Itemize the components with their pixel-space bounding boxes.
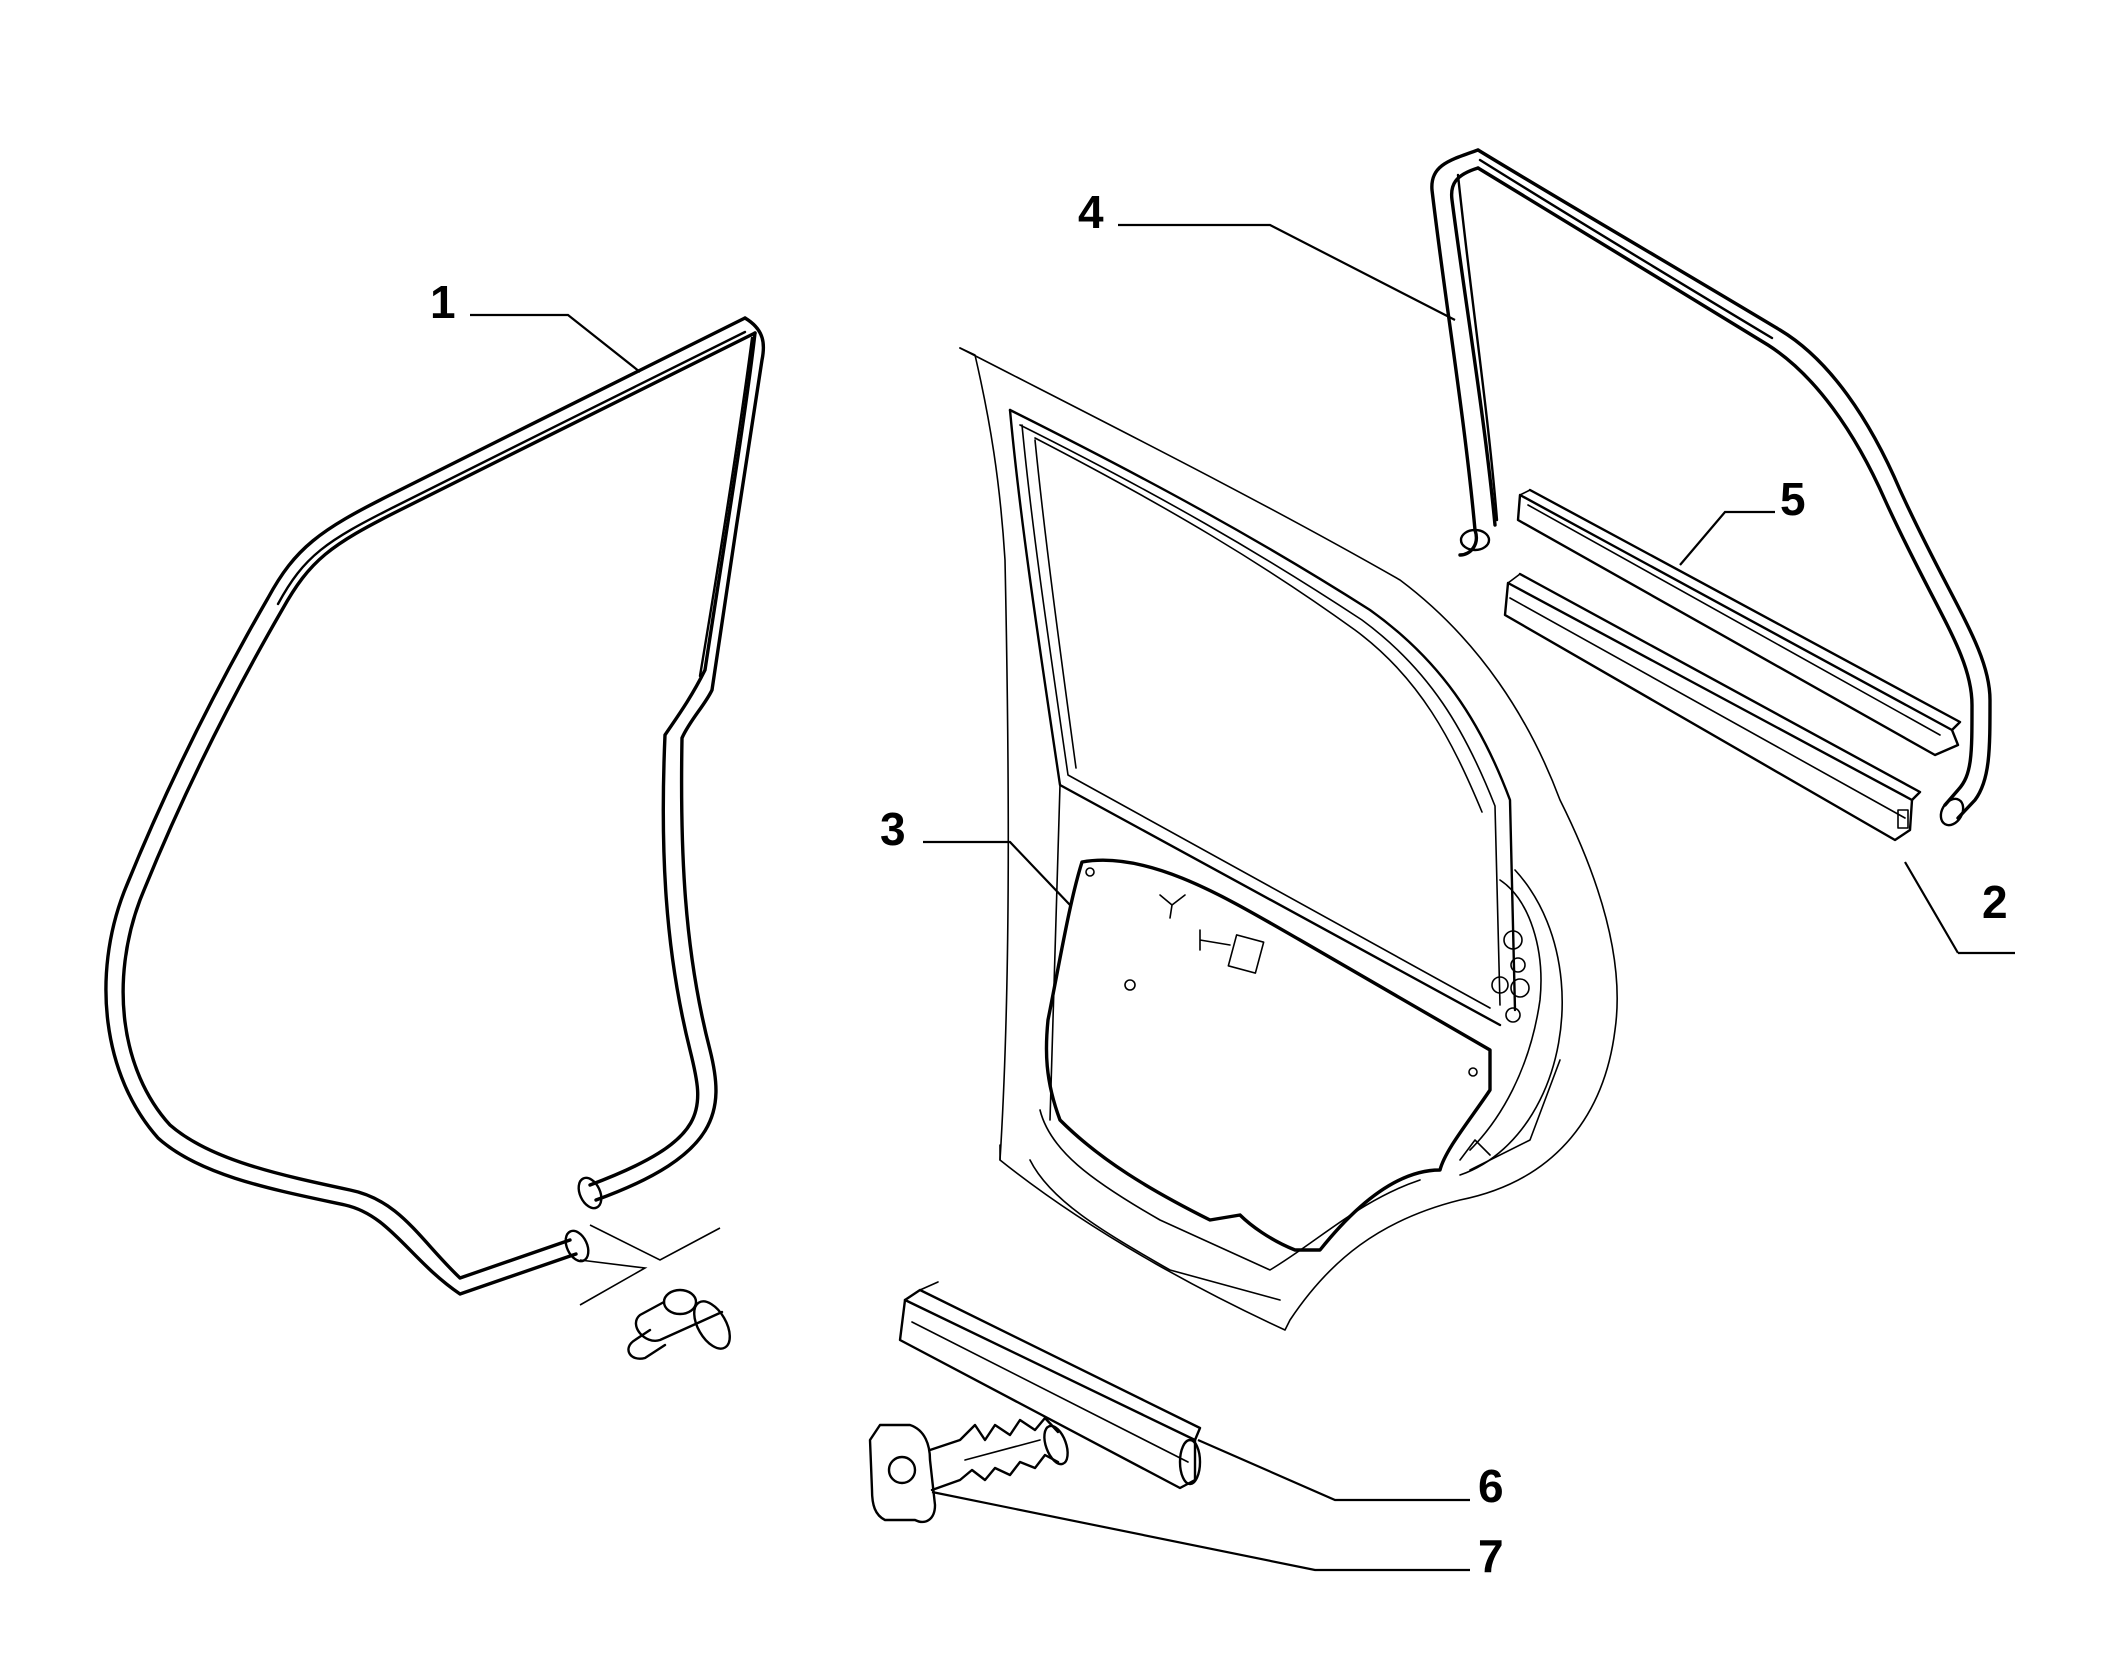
leader-7	[931, 1490, 1470, 1572]
leader-3	[923, 840, 1071, 906]
callout-6: 6	[1478, 1460, 1504, 1512]
seal-joint-pin	[579, 1224, 731, 1360]
callout-1: 1	[430, 276, 456, 328]
leader-1	[470, 313, 641, 373]
callout-7: 7	[1478, 1530, 1504, 1582]
outer-belt-weatherstrip[interactable]	[1516, 488, 1962, 757]
door-frame-seal[interactable]	[104, 316, 766, 1296]
inner-belt-weatherstrip[interactable]	[1503, 572, 1922, 842]
callout-4: 4	[1078, 186, 1104, 238]
leader-4	[1118, 223, 1456, 321]
push-clip-fastener[interactable]	[868, 1416, 1072, 1524]
leader-lines	[470, 223, 2015, 1572]
lower-seal-strip[interactable]	[898, 1281, 1202, 1490]
callout-labels: 1 2 3 4 5 6 7	[430, 186, 2008, 1582]
leader-5	[1679, 510, 1775, 566]
callout-5: 5	[1780, 473, 1806, 525]
callout-2: 2	[1982, 876, 2008, 928]
window-channel[interactable]	[1430, 148, 1992, 829]
callout-3: 3	[880, 803, 906, 855]
leader-2	[1904, 861, 2015, 955]
leader-6	[1197, 1438, 1470, 1502]
door-panel[interactable]	[959, 347, 1618, 1331]
